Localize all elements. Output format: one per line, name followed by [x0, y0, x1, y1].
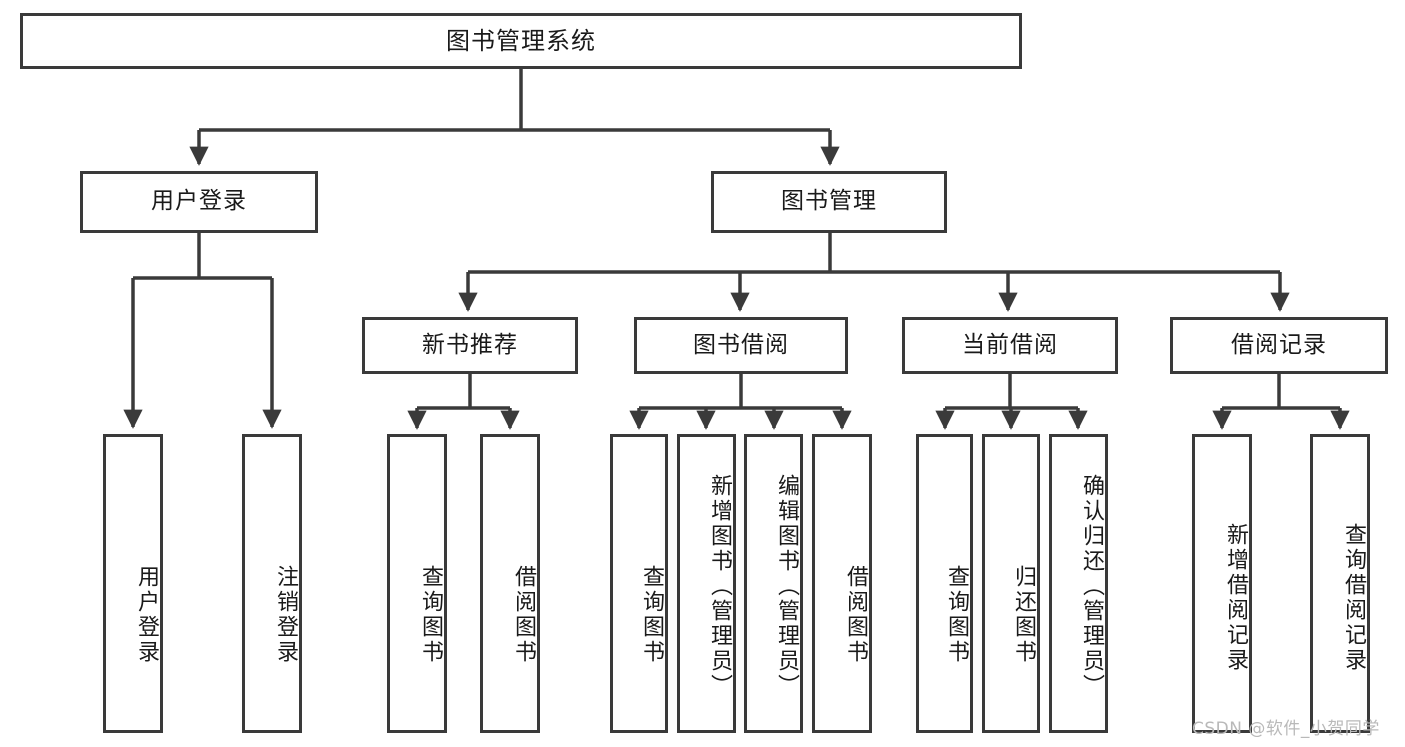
- leaf-user-login[interactable]: 用户登录: [103, 434, 163, 733]
- leaf-borrow-book-rec[interactable]: 借阅图书: [480, 434, 540, 733]
- leaf-add-book-admin[interactable]: 新增图书（管理员）: [677, 434, 736, 733]
- leaf-confirm-return-admin-label: 确认归还（管理员）: [1079, 473, 1104, 699]
- node-current-borrow[interactable]: 当前借阅: [902, 317, 1118, 374]
- node-current-borrow-label: 当前借阅: [962, 331, 1058, 358]
- leaf-query-book-current-label: 查询图书: [944, 564, 969, 665]
- node-borrow-record[interactable]: 借阅记录: [1170, 317, 1388, 374]
- node-book-borrow[interactable]: 图书借阅: [634, 317, 848, 374]
- node-new-book-recommend-label: 新书推荐: [422, 331, 518, 358]
- node-root[interactable]: 图书管理系统: [20, 13, 1022, 69]
- leaf-return-book-label: 归还图书: [1011, 564, 1036, 665]
- leaf-logout-label: 注销登录: [273, 564, 298, 665]
- leaf-query-book-borrow[interactable]: 查询图书: [610, 434, 668, 733]
- leaf-return-book[interactable]: 归还图书: [982, 434, 1040, 733]
- leaf-edit-book-admin-label: 编辑图书（管理员）: [774, 473, 799, 699]
- leaf-query-book-borrow-label: 查询图书: [639, 564, 664, 665]
- node-root-label: 图书管理系统: [446, 26, 596, 55]
- leaf-add-book-admin-label: 新增图书（管理员）: [707, 473, 732, 699]
- leaf-add-borrow-record-label: 新增借阅记录: [1223, 522, 1248, 673]
- node-borrow-record-label: 借阅记录: [1231, 331, 1327, 358]
- leaf-query-borrow-record[interactable]: 查询借阅记录: [1310, 434, 1370, 733]
- leaf-borrow-book-borrow[interactable]: 借阅图书: [812, 434, 872, 733]
- leaf-query-borrow-record-label: 查询借阅记录: [1341, 522, 1366, 673]
- node-book-management[interactable]: 图书管理: [711, 171, 947, 233]
- node-user-login[interactable]: 用户登录: [80, 171, 318, 233]
- leaf-borrow-book-rec-label: 借阅图书: [511, 564, 536, 665]
- leaf-borrow-book-borrow-label: 借阅图书: [843, 564, 868, 665]
- leaf-query-book-current[interactable]: 查询图书: [916, 434, 973, 733]
- leaf-edit-book-admin[interactable]: 编辑图书（管理员）: [744, 434, 803, 733]
- leaf-query-book-rec[interactable]: 查询图书: [387, 434, 447, 733]
- leaf-user-login-label: 用户登录: [134, 564, 159, 665]
- leaf-confirm-return-admin[interactable]: 确认归还（管理员）: [1049, 434, 1108, 733]
- node-new-book-recommend[interactable]: 新书推荐: [362, 317, 578, 374]
- node-book-borrow-label: 图书借阅: [693, 331, 789, 358]
- node-user-login-label: 用户登录: [151, 188, 247, 215]
- csdn-watermark: CSDN @软件_小贺同学: [1192, 719, 1380, 739]
- node-book-management-label: 图书管理: [781, 188, 877, 215]
- leaf-add-borrow-record[interactable]: 新增借阅记录: [1192, 434, 1252, 733]
- leaf-query-book-rec-label: 查询图书: [418, 564, 443, 665]
- leaf-logout[interactable]: 注销登录: [242, 434, 302, 733]
